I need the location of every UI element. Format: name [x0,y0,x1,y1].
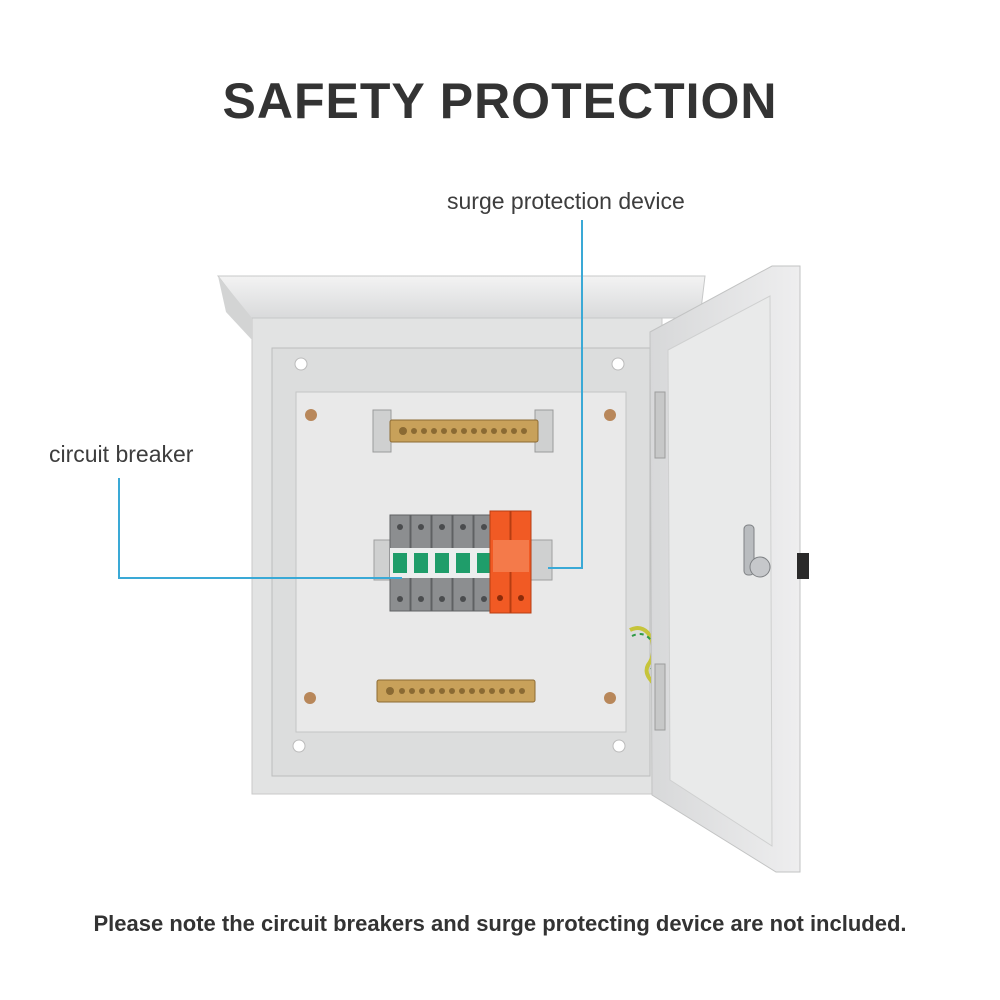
callout-surge-protection-device: surge protection device [447,188,685,214]
circuit-breakers [389,514,495,612]
surge-protection-device [489,510,532,614]
enclosure-door [649,265,809,873]
hinge-icon [654,663,666,731]
hinge-icon [654,391,666,459]
callout-line-surge [548,220,583,569]
top-busbar [372,409,554,453]
footnote: Please note the circuit breakers and sur… [93,911,907,936]
bottom-busbar [376,679,536,703]
lock-handle-icon [743,524,809,579]
callout-circuit-breaker: circuit breaker [49,441,194,467]
page-title: SAFETY PROTECTION [222,73,778,129]
callout-line-breaker [118,478,402,579]
